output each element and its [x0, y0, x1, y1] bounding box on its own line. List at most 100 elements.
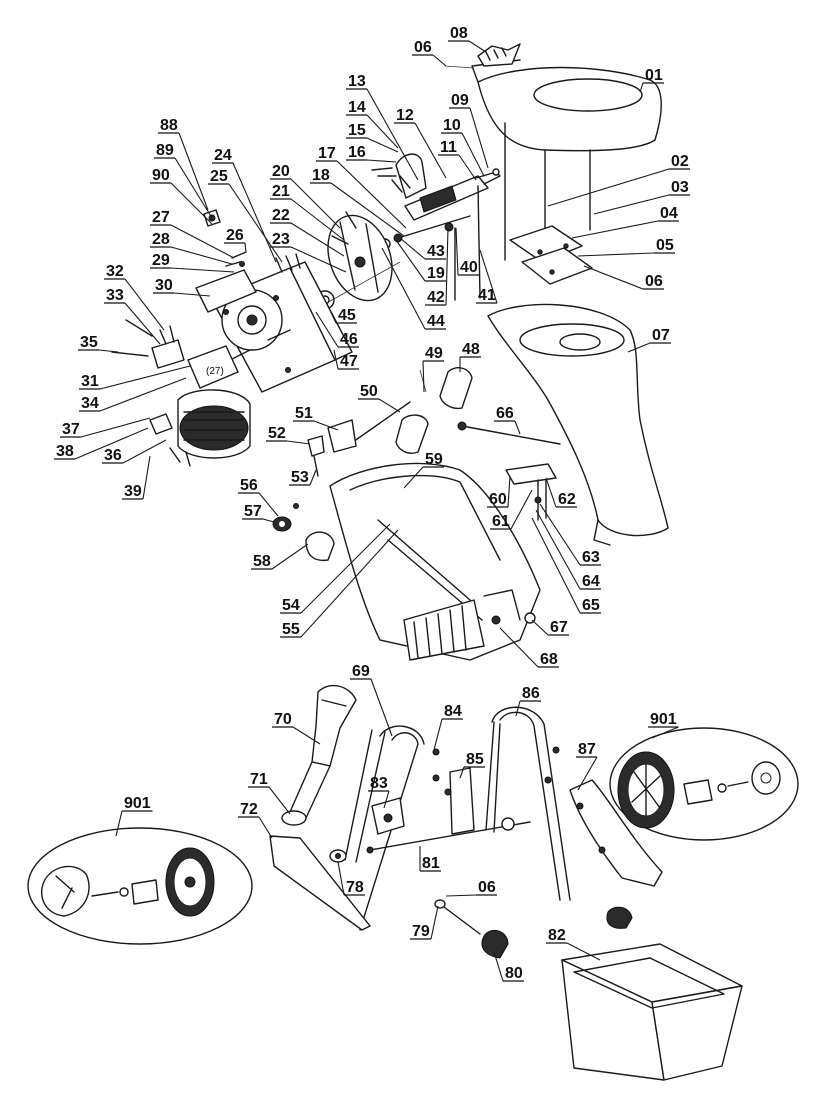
- callout-68: 68: [499, 627, 559, 668]
- leader-line: [142, 455, 151, 500]
- callout-label: 13: [348, 73, 366, 90]
- callout-56: 56: [238, 477, 279, 517]
- leader-line: [566, 942, 601, 961]
- leader-line: [381, 247, 426, 330]
- leader-line: [300, 529, 399, 638]
- callout-label: 71: [250, 771, 268, 788]
- axle: [366, 817, 531, 854]
- callout-label: 56: [240, 477, 258, 494]
- leader-line: [499, 627, 539, 668]
- leader-line: [74, 427, 149, 460]
- callout-label: 09: [451, 92, 469, 109]
- callout-label: 36: [104, 447, 122, 464]
- callout-50: 50: [358, 383, 401, 413]
- leader-line: [593, 194, 670, 215]
- leader-line: [458, 154, 477, 181]
- callout-label: 90: [152, 167, 170, 184]
- leader-line: [399, 237, 426, 260]
- upper-housing: [487, 303, 669, 546]
- callout-label: 69: [352, 663, 370, 680]
- leader-line: [493, 951, 504, 982]
- leader-line: [510, 489, 533, 530]
- leader-line: [313, 420, 339, 431]
- gearbox-housing: [195, 253, 353, 393]
- callout-66: 66: [494, 405, 521, 435]
- callout-label: 63: [582, 549, 600, 566]
- callout-29: 29: [150, 252, 235, 273]
- handle-grip: [281, 684, 357, 826]
- callout-71: 71: [248, 771, 291, 815]
- leader-line: [330, 182, 405, 237]
- callout-label: 32: [106, 263, 124, 280]
- callout-82: 82: [546, 927, 601, 961]
- callout-label: 54: [282, 597, 300, 614]
- callout-label: 06: [645, 273, 663, 290]
- callout-46: 46: [315, 311, 359, 348]
- callout-61: 61: [490, 489, 533, 530]
- callout-44: 44: [381, 247, 446, 330]
- callout-70: 70: [272, 711, 321, 745]
- callout-label: 53: [291, 469, 309, 486]
- callout-label: 38: [56, 443, 74, 460]
- leader-line: [455, 227, 459, 276]
- callout-label: 41: [478, 287, 496, 304]
- callout-901: 901: [648, 711, 679, 739]
- leader-line: [459, 766, 465, 779]
- leader-line: [433, 718, 443, 751]
- leader-line: [535, 509, 581, 590]
- callout-label: 44: [427, 313, 445, 330]
- callout-79: 79: [410, 905, 439, 940]
- callout-label: 23: [272, 231, 290, 248]
- callout-label: 29: [152, 252, 170, 269]
- callout-label: 901: [124, 795, 151, 812]
- callout-label: 55: [282, 621, 300, 638]
- callout-16: 16: [346, 144, 397, 163]
- callout-36: 36: [102, 439, 167, 464]
- leader-line: [290, 246, 347, 273]
- callout-34: 34: [79, 377, 187, 412]
- callout-28: 28: [150, 231, 233, 265]
- wheel-group-right: [609, 727, 799, 841]
- callout-label: 35: [80, 334, 98, 351]
- callout-label: 16: [348, 144, 366, 161]
- callout-07: 07: [627, 327, 671, 353]
- callout-label: 12: [396, 107, 414, 124]
- callout-label: 64: [582, 573, 600, 590]
- bracket-set: [307, 419, 357, 477]
- leader-line: [469, 107, 489, 169]
- callout-label: 89: [156, 142, 174, 159]
- leader-line: [366, 137, 399, 153]
- leader-line: [309, 469, 317, 486]
- leader-line: [290, 178, 341, 229]
- leader-line: [395, 239, 426, 282]
- callout-06: 06: [412, 39, 447, 67]
- callout-84: 84: [433, 703, 463, 751]
- callout-04: 04: [571, 205, 679, 239]
- callout-39: 39: [122, 455, 151, 500]
- callout-23: 23: [270, 231, 347, 273]
- callout-38: 38: [54, 427, 149, 460]
- leader-line: [627, 342, 651, 353]
- callout-label: 15: [348, 122, 366, 139]
- callout-label: 59: [425, 451, 443, 468]
- callout-label: 47: [340, 353, 358, 370]
- leader-line: [315, 311, 339, 348]
- leader-line: [507, 475, 511, 508]
- callout-06: 06: [583, 265, 664, 290]
- motor: (27): [111, 319, 251, 467]
- leader-line: [333, 349, 339, 370]
- callout-label: 06: [414, 39, 432, 56]
- callout-label: 34: [81, 395, 99, 412]
- callout-22: 22: [270, 207, 345, 257]
- callout-label: 72: [240, 801, 258, 818]
- leader-line: [115, 810, 123, 837]
- leader-line: [292, 726, 321, 745]
- leader-line: [170, 182, 213, 225]
- callout-13: 13: [346, 73, 419, 181]
- callout-label: 81: [422, 855, 440, 872]
- hopper-plates: [509, 225, 593, 285]
- leader-line: [178, 132, 209, 211]
- callouts: 0102030405060608070910111213141516171820…: [54, 25, 690, 982]
- callout-10: 10: [441, 117, 485, 177]
- frame-right: [485, 706, 571, 901]
